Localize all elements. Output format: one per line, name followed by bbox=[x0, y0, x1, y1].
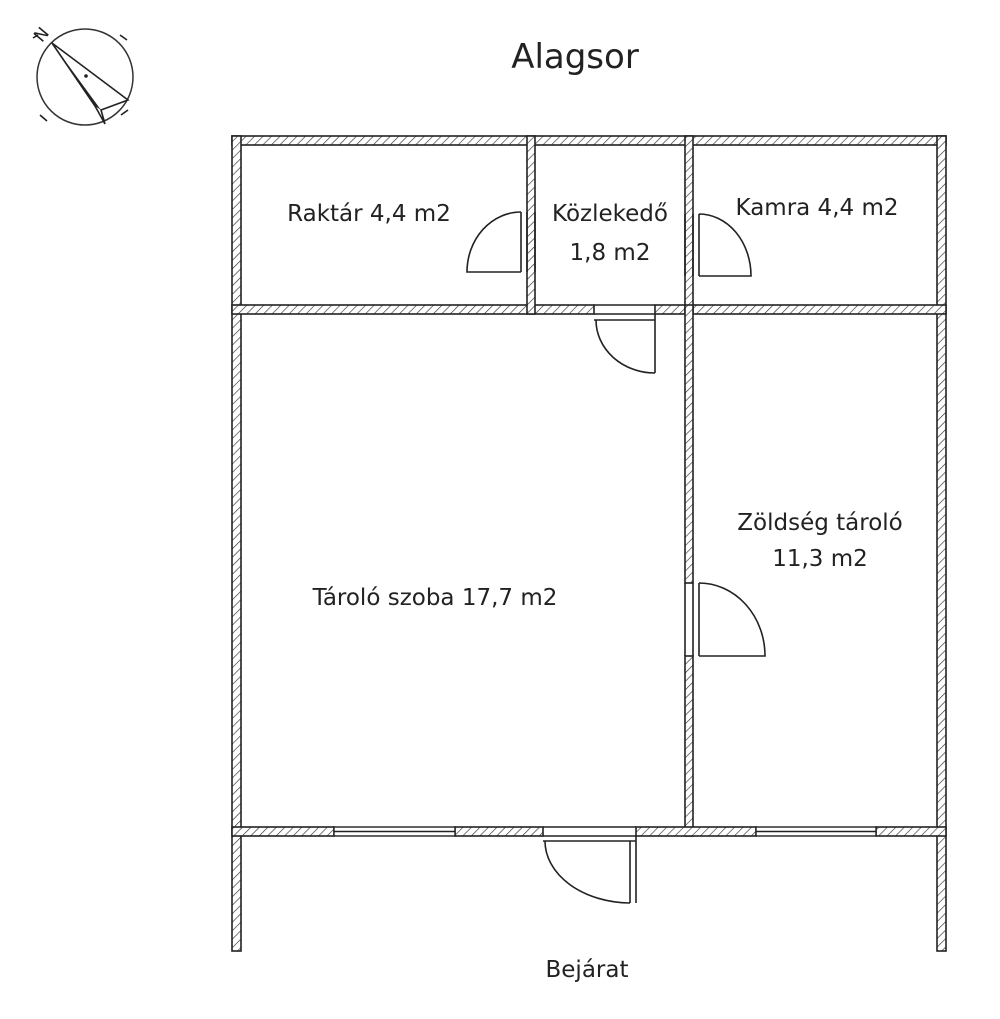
room-label-tarolo-szoba: Tároló szoba 17,7 m2 bbox=[312, 585, 558, 611]
entrance-label: Bejárat bbox=[546, 957, 629, 983]
room-area-kozlekedo: 1,8 m2 bbox=[570, 240, 651, 266]
windows bbox=[333, 826, 877, 837]
door-zoldseg bbox=[684, 582, 766, 657]
door-raktar bbox=[466, 211, 536, 273]
room-area-zoldseg-tarolo: 11,3 m2 bbox=[772, 546, 868, 572]
room-label-kamra: Kamra 4,4 m2 bbox=[736, 195, 899, 221]
door-kozlekedo bbox=[594, 304, 656, 374]
walls bbox=[231, 135, 947, 952]
room-label-raktar: Raktár 4,4 m2 bbox=[287, 201, 451, 227]
compass: N bbox=[30, 24, 134, 126]
compass-circle bbox=[36, 28, 134, 126]
north-arrow-icon bbox=[51, 42, 130, 125]
room-label-kozlekedo: Közlekedő bbox=[552, 201, 668, 227]
door-kamra bbox=[684, 213, 752, 277]
room-label-zoldseg-tarolo: Zöldség tároló bbox=[737, 510, 902, 536]
door-entrance bbox=[543, 826, 637, 904]
plan-title: Alagsor bbox=[511, 37, 639, 77]
